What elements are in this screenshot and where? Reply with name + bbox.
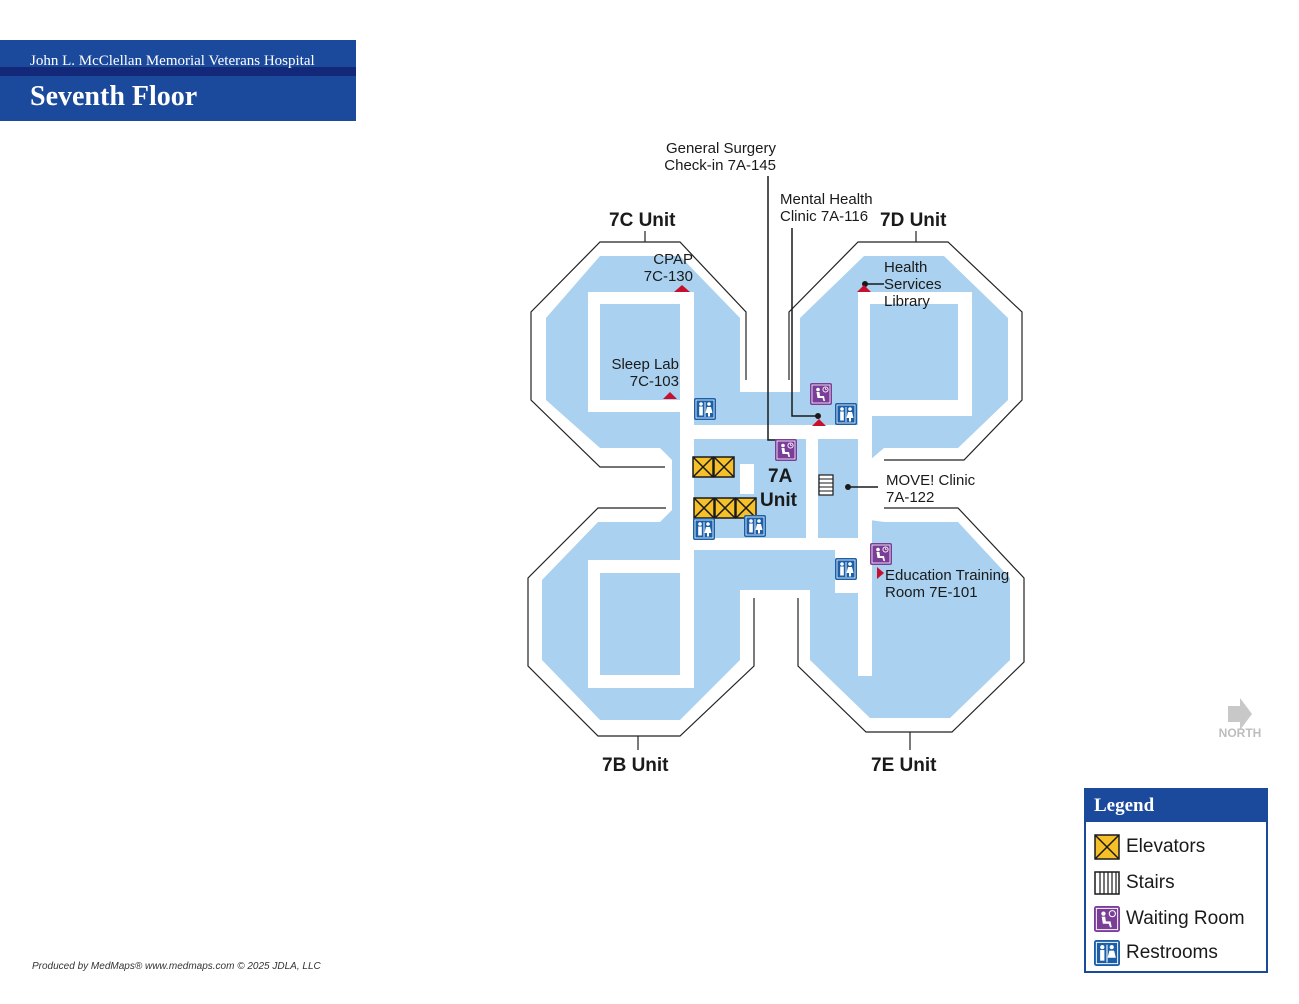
unit-ticks <box>637 231 917 750</box>
education-label-2: Room 7E-101 <box>885 584 978 601</box>
elevator-icon <box>692 456 714 478</box>
north-arrow-icon <box>1228 698 1252 730</box>
sleep-lab-label-2: 7C-103 <box>630 373 679 390</box>
legend-title: Legend <box>1086 790 1266 822</box>
mental-health-marker <box>812 419 826 426</box>
unit-label-7a-line2: Unit <box>760 490 798 511</box>
header-stripe <box>0 67 356 76</box>
waiting-room-icon <box>869 542 893 566</box>
waiting-room-icon <box>809 382 833 406</box>
elevator-icon <box>1094 834 1120 860</box>
legend-label-stairs: Stairs <box>1126 872 1175 893</box>
header-banner: John L. McClellan Memorial Veterans Hosp… <box>0 40 356 121</box>
unit-label-7d: 7D Unit <box>880 210 947 231</box>
health-library-label-2: Services <box>884 276 942 293</box>
restroom-icon <box>1094 940 1120 966</box>
restroom-icon <box>834 402 858 426</box>
mental-health-label-1: Mental Health <box>780 191 873 208</box>
unit-label-7c: 7C Unit <box>609 210 676 231</box>
mental-health-label-2: Clinic 7A-116 <box>780 208 868 225</box>
mental-health-dot <box>815 413 821 419</box>
cpap-marker <box>674 285 690 292</box>
elevator-icon <box>714 497 736 519</box>
legend-label-restrooms: Restrooms <box>1126 942 1218 963</box>
elevator-icon <box>713 456 735 478</box>
education-marker <box>877 567 884 579</box>
floor-title: Seventh Floor <box>30 81 198 112</box>
cpap-label-1: CPAP <box>653 251 693 268</box>
general-surgery-label-2: Check-in 7A-145 <box>664 157 776 174</box>
unit-label-7b: 7B Unit <box>602 755 669 776</box>
education-label-1: Education Training <box>885 567 1009 584</box>
restroom-icon <box>743 514 767 538</box>
waiting-room-icon <box>1094 906 1120 932</box>
move-clinic-label-2: 7A-122 <box>886 489 934 506</box>
health-library-label-1: Health <box>884 259 927 276</box>
legend: Legend Elevators Stairs Waiting Room <box>1084 788 1268 973</box>
location-markers <box>663 285 884 579</box>
restroom-icon <box>692 517 716 541</box>
stairs-icon <box>1094 871 1120 895</box>
restroom-icon <box>693 397 717 421</box>
move-clinic-dot <box>845 484 851 490</box>
general-surgery-label-1: General Surgery <box>666 140 777 157</box>
sleep-lab-label-1: Sleep Lab <box>611 356 679 373</box>
health-library-label-3: Library <box>884 293 930 310</box>
elevator-icon <box>693 497 715 519</box>
move-clinic-label-1: MOVE! Clinic <box>886 472 976 489</box>
credits-text: Produced by MedMaps® www.medmaps.com © 2… <box>32 961 321 972</box>
legend-label-waiting-room: Waiting Room <box>1126 908 1245 929</box>
north-label: NORTH <box>1218 726 1262 740</box>
hospital-name: John L. McClellan Memorial Veterans Hosp… <box>30 53 315 69</box>
sleep-lab-marker <box>663 392 677 399</box>
courtyard-interiors <box>600 304 958 675</box>
unit-label-7e: 7E Unit <box>871 755 937 776</box>
unit-label-7a-line1: 7A <box>768 466 793 487</box>
legend-label-elevators: Elevators <box>1126 836 1206 857</box>
waiting-room-icon <box>774 438 798 462</box>
health-library-marker <box>857 285 871 292</box>
restroom-icon <box>834 557 858 581</box>
stairs-icon <box>818 474 834 496</box>
building-outline <box>527 241 1025 737</box>
cpap-label-2: 7C-130 <box>644 268 693 285</box>
